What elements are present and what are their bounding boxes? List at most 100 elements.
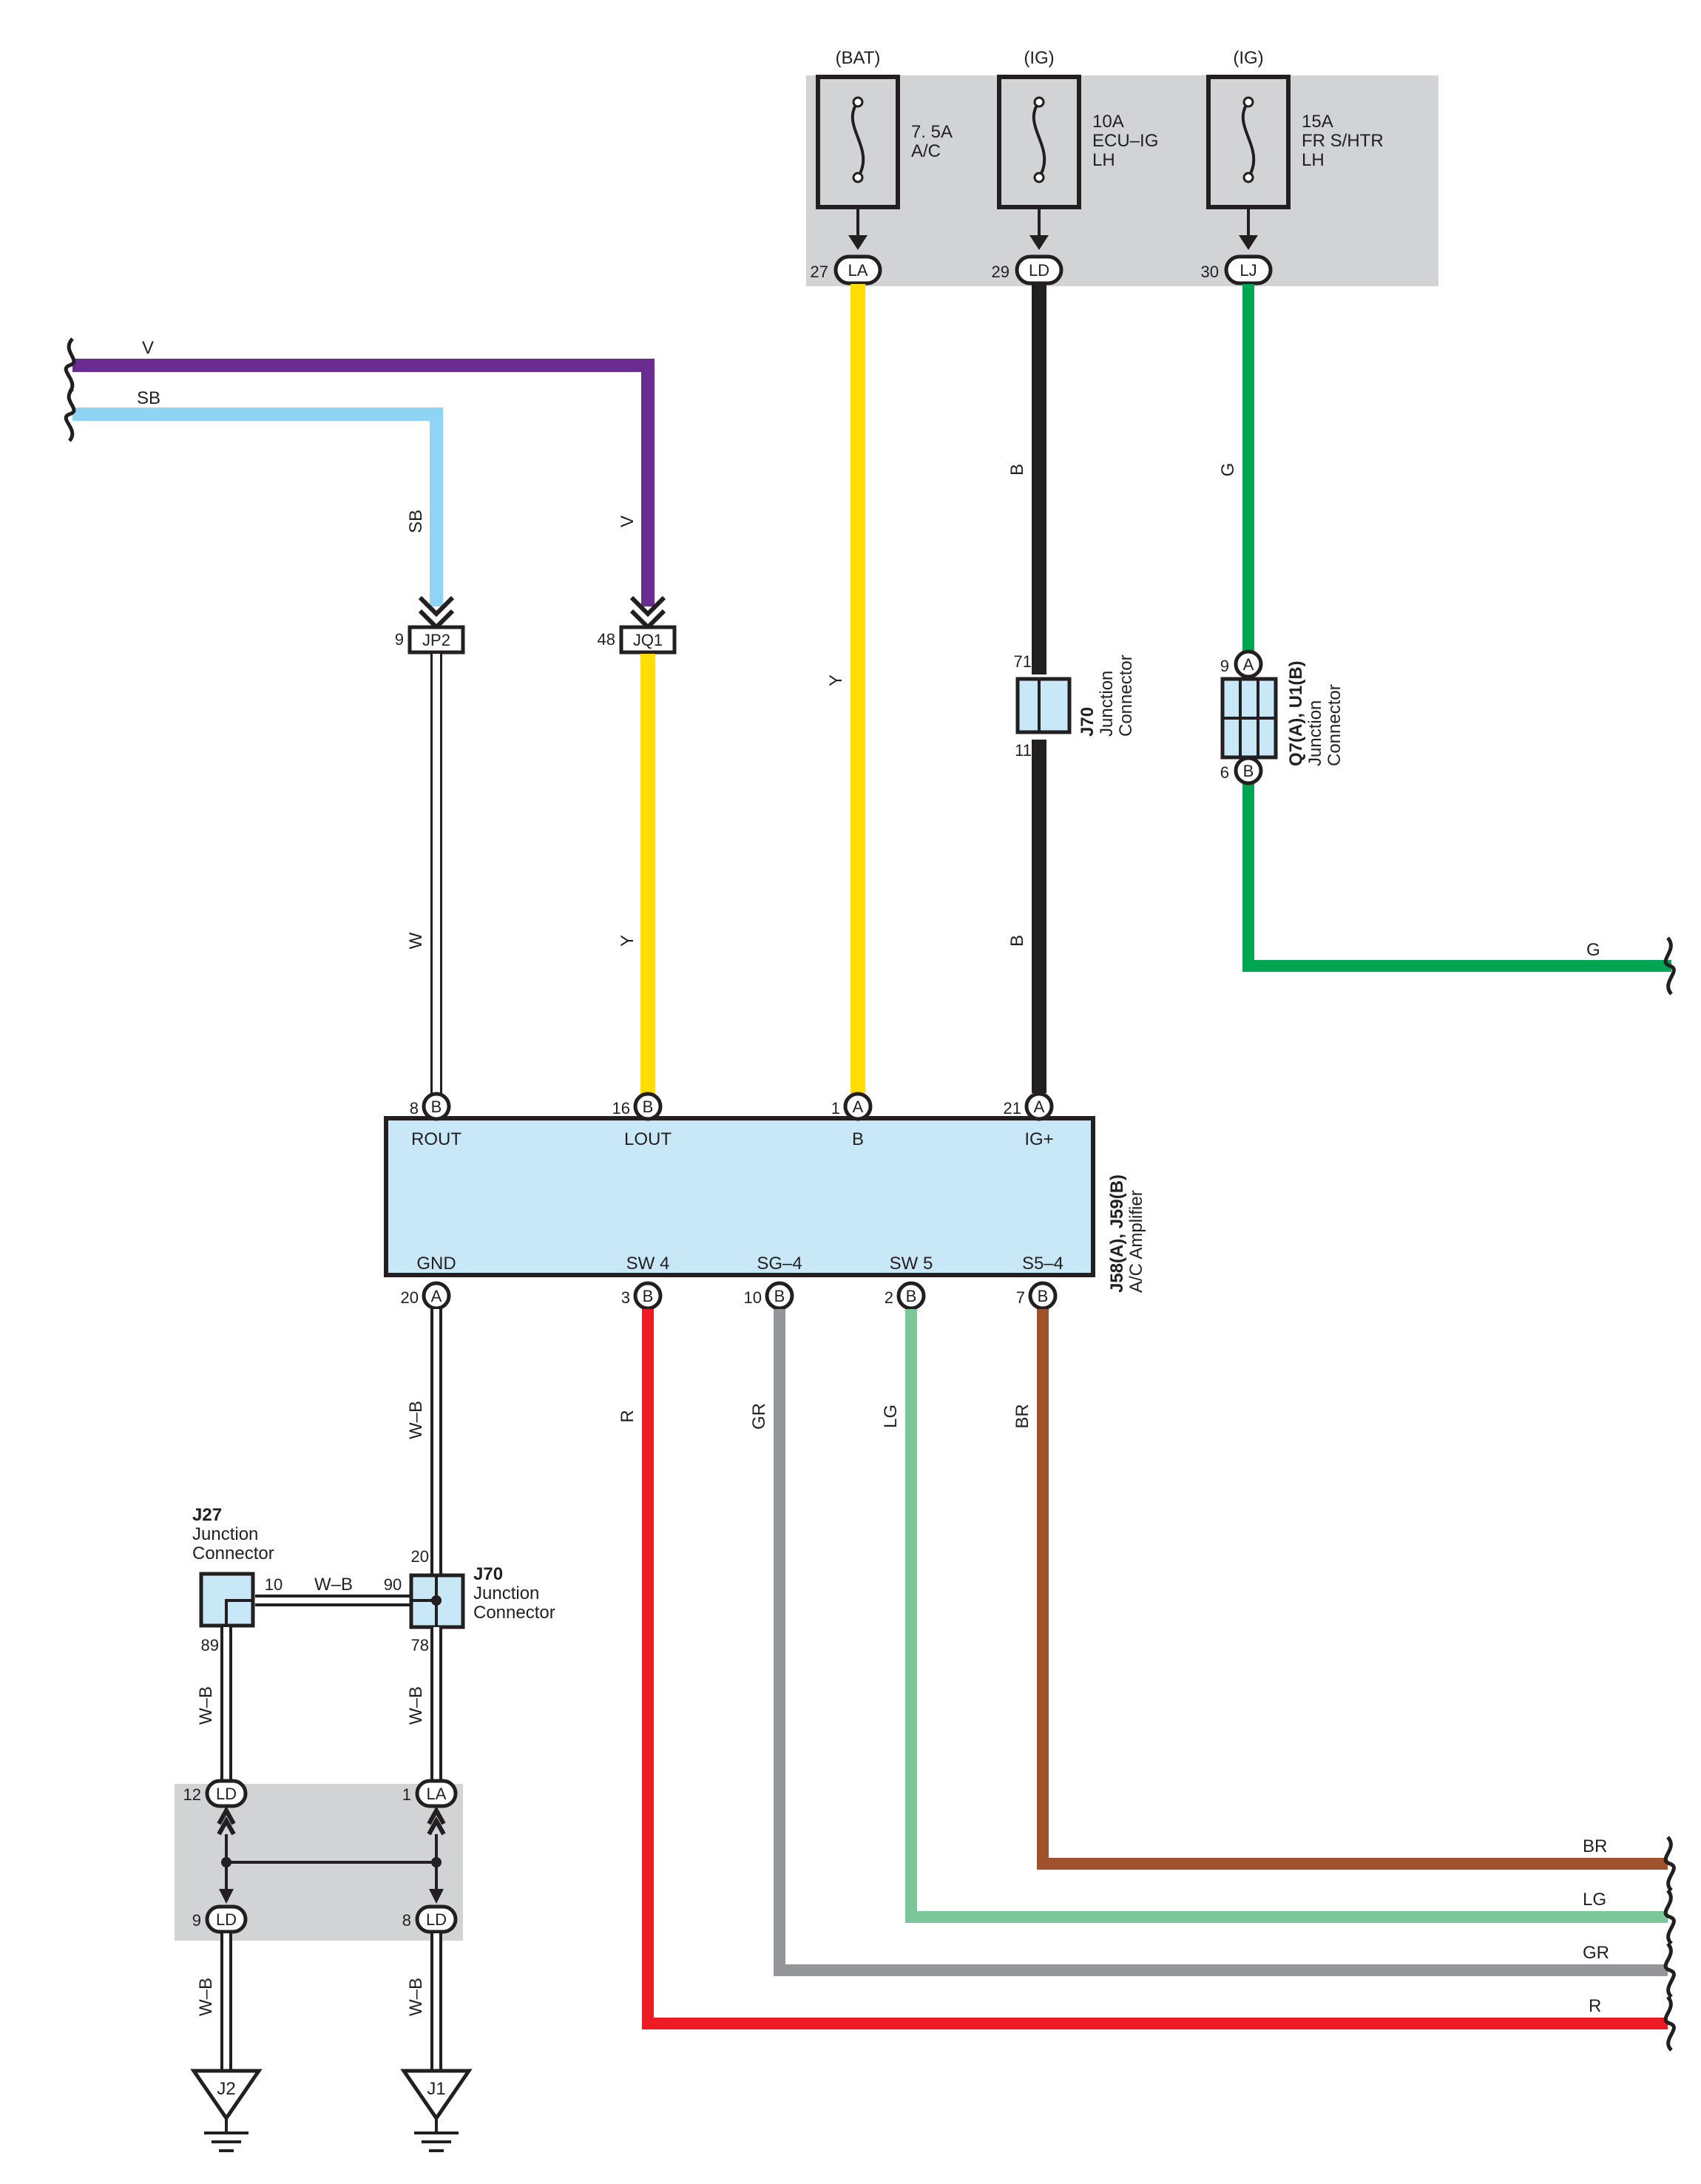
fuse-name-2: LH	[1092, 150, 1115, 170]
pin-number: 8	[402, 1911, 411, 1930]
ground-block-terminal-top-left: 12 LD	[183, 1779, 248, 1808]
pin-number: 9	[192, 1911, 201, 1930]
arrow-down-icon	[219, 1889, 234, 1904]
pin-number: 12	[183, 1785, 201, 1804]
pin-number: 1	[831, 1099, 840, 1118]
jp2-connector: 9 JP2	[395, 625, 465, 655]
fuse-name-2: LH	[1302, 150, 1325, 170]
terminal-label: A	[431, 1287, 442, 1305]
fuse-10a-ecu-ig-lh: (IG) 10A ECU–IG LH 29 LD	[992, 48, 1158, 285]
amp-pin-gnd: GND 20 A	[401, 1254, 456, 1311]
wire-red	[642, 1309, 1668, 2029]
pin-number: 48	[598, 630, 615, 649]
terminal-label: LD	[426, 1910, 447, 1929]
wire-gray	[774, 1309, 1668, 1976]
connector-desc: Junction	[1305, 700, 1325, 766]
wire-break-symbol	[64, 337, 76, 393]
pin-number: 90	[384, 1575, 402, 1594]
pin-number: 20	[411, 1547, 429, 1566]
pin-number: 8	[410, 1099, 419, 1118]
amp-pin-b: 1 A B	[831, 1092, 873, 1149]
wire-break-symbol	[64, 388, 76, 442]
pin-number: 71	[1014, 652, 1032, 671]
terminal-label: LD	[1029, 261, 1049, 280]
connector-desc: Junction	[473, 1583, 539, 1603]
terminal-label: B	[643, 1287, 654, 1305]
amp-pin-ig-plus: 21 A IG+	[1004, 1092, 1054, 1149]
fuse-source-label: (IG)	[1024, 48, 1054, 68]
pin-number: 78	[411, 1636, 429, 1654]
connector-desc: Junction	[1097, 671, 1117, 737]
terminal-label: B	[431, 1098, 442, 1116]
pin-number: 9	[395, 630, 404, 649]
terminal-label: LA	[427, 1785, 447, 1803]
amp-pin-s5-4: S5–4 7 B	[1016, 1254, 1063, 1311]
wire-label-b: B	[1007, 464, 1027, 476]
amp-pin-lout: 16 B LOUT	[612, 1092, 672, 1149]
terminal-label: LD	[216, 1785, 237, 1803]
wire-label-wb: W–B	[406, 1686, 426, 1725]
wire-label-w: W	[406, 932, 426, 949]
pin-function-label: SW 4	[626, 1254, 670, 1274]
terminal-label: B	[643, 1098, 654, 1116]
wire-label-sb: SB	[137, 388, 160, 408]
fuse-rating: 15A	[1302, 112, 1333, 132]
wire-label-y: Y	[826, 675, 846, 686]
fuse-source-label: (IG)	[1233, 48, 1263, 68]
pin-number: 10	[265, 1575, 283, 1594]
fuse-source-label: (BAT)	[836, 48, 881, 68]
wire-label-wb: W–B	[314, 1575, 353, 1595]
terminal-label: A	[1034, 1098, 1045, 1116]
q7-u1-junction-connector: 9 A 6 B Q7(A), U1(B) Junction Connector	[1220, 649, 1345, 785]
wire-label-wb: W–B	[406, 1401, 426, 1439]
pin-function-label: SW 5	[890, 1254, 933, 1274]
wire-label-y: Y	[618, 935, 638, 947]
fuse-7-5a-ac: (BAT) 7. 5A A/C 27 LA	[811, 48, 953, 285]
amp-pin-sg4: SG–4 10 B	[744, 1254, 802, 1311]
wire-label-lg: LG	[881, 1404, 901, 1428]
connector-name: JQ1	[633, 631, 663, 649]
connector-name: J27	[192, 1505, 222, 1525]
amplifier-name: J58(A), J59(B)	[1107, 1174, 1127, 1293]
connector-desc: Connector	[473, 1603, 555, 1623]
pin-number: 27	[811, 263, 828, 281]
wire-label-v: V	[142, 338, 154, 358]
pin-function-label: B	[852, 1129, 864, 1149]
terminal-label: LJ	[1240, 261, 1257, 280]
fuse-name: FR S/HTR	[1302, 131, 1384, 151]
fuse-15a-fr-s-htr-lh: (IG) 15A FR S/HTR LH 30 LJ	[1201, 48, 1384, 285]
pin-function-label: LOUT	[624, 1129, 672, 1149]
wire-violet	[72, 359, 655, 606]
amp-pin-sw4: SW 4 3 B	[621, 1254, 670, 1311]
wire-break-symbol	[1663, 1836, 1676, 1892]
terminal-label: LA	[848, 261, 868, 280]
wire-sky-blue	[72, 408, 443, 606]
connector-desc: Connector	[1325, 684, 1345, 766]
pin-number: 9	[1220, 657, 1229, 675]
wire-label-br: BR	[1583, 1836, 1607, 1856]
ground-block-terminal-bottom-right: 8 LD	[402, 1904, 458, 1934]
wire-break-symbol	[1663, 1995, 1676, 2052]
wire-label-g: G	[1586, 940, 1600, 960]
terminal-label: LD	[216, 1910, 237, 1929]
wire-label-wb: W–B	[196, 1686, 216, 1725]
pin-function-label: GND	[416, 1254, 456, 1274]
fuse-name: ECU–IG	[1092, 131, 1158, 151]
pin-number: 1	[402, 1785, 411, 1804]
ground-label: J1	[427, 2079, 445, 2099]
ac-amplifier: J58(A), J59(B) A/C Amplifier 8 B ROUT 16…	[384, 1092, 1146, 1311]
j70-junction-connector-bottom: 20 78 J70 Junction Connector	[409, 1547, 555, 1654]
pin-number: 3	[621, 1288, 630, 1307]
splice-dot	[221, 1857, 231, 1867]
fuse-rating: 7. 5A	[911, 122, 953, 142]
wire-brown	[1037, 1309, 1668, 1870]
terminal-label: A	[853, 1098, 864, 1116]
connector-desc: Connector	[1116, 655, 1136, 737]
pin-number: 29	[992, 263, 1010, 281]
connector-name: Q7(A), U1(B)	[1286, 660, 1306, 766]
connector-name: JP2	[422, 631, 450, 649]
pin-function-label: ROUT	[411, 1129, 461, 1149]
wire-break-symbol	[1663, 1889, 1676, 1945]
pin-number: 11	[1015, 741, 1032, 760]
wire-label-g: G	[1218, 463, 1238, 477]
